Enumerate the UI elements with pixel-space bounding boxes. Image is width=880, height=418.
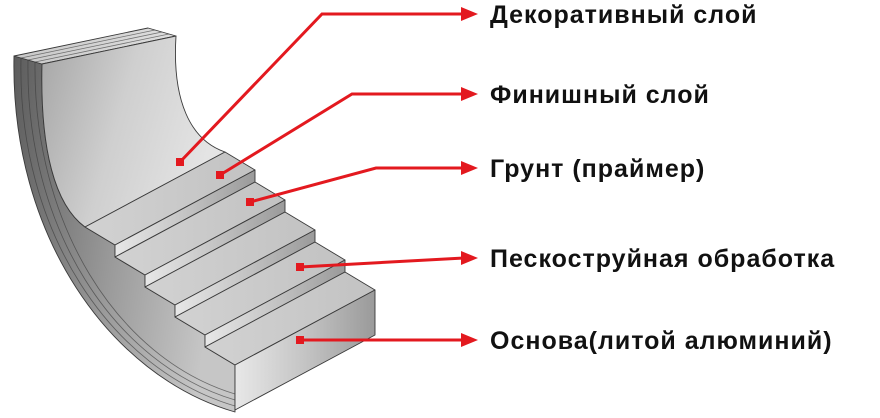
top-layer-stripe — [34, 33, 170, 63]
label-base-layer: Основа(литой алюминий) — [490, 327, 833, 355]
leader-line — [219, 92, 464, 177]
wall-layer-stripe — [34, 61, 236, 395]
arrowhead — [461, 161, 478, 175]
leader-primer — [246, 161, 478, 206]
leader-finish — [216, 87, 478, 179]
label-decorative-layer: Декоративный слой — [490, 1, 758, 29]
wall-layer-stripe — [20, 57, 236, 407]
label-sandblast-layer: Пескоструйная обработка — [490, 245, 835, 273]
leader-line — [249, 166, 464, 204]
arrowhead — [461, 251, 478, 265]
wall-layer-stripe — [27, 59, 236, 401]
leader-line — [299, 256, 465, 269]
label-primer-layer: Грунт (праймер) — [490, 155, 705, 183]
arrowhead — [461, 333, 478, 347]
arrowhead — [461, 87, 478, 101]
leader-decorative — [176, 7, 478, 166]
step-base-front — [234, 289, 376, 411]
leader-sandblast — [296, 251, 478, 271]
label-finish-layer: Финишный слой — [490, 81, 710, 109]
top-layer-stripe — [20, 29, 156, 59]
top-layer-stripe — [27, 31, 163, 61]
arrowhead — [461, 7, 478, 21]
leader-line — [178, 12, 464, 164]
leader-base — [296, 333, 478, 347]
